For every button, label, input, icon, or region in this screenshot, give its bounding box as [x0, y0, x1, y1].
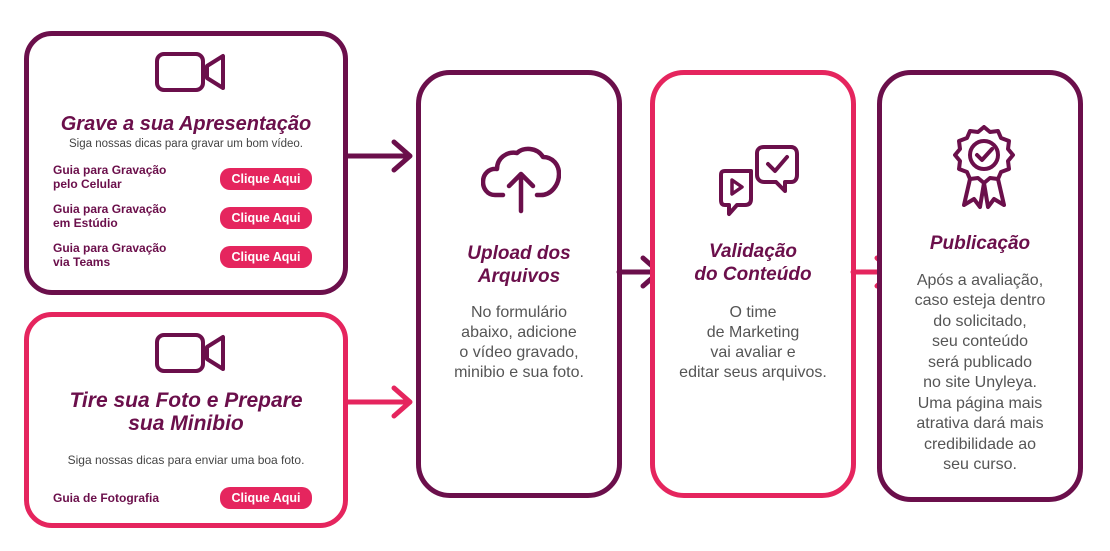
guide-label-estudio: Guia para Gravação em Estúdio: [53, 202, 167, 231]
upload-step-description: No formulário abaixo, adicione o vídeo g…: [454, 304, 584, 381]
record-presentation-title: Grave a sua Apresentação: [60, 113, 312, 135]
cta-button-celular[interactable]: Clique Aqui: [220, 168, 312, 190]
arrow-photo-to-upload: [343, 385, 413, 419]
guide-label-teams: Guia para Gravação via Teams: [53, 241, 167, 270]
chat-check-icon: [719, 145, 799, 216]
validation-step-title: Validação do Conteúdo: [694, 241, 812, 285]
photo-minibio-card: Tire sua Foto e Prepare sua Minibio Siga…: [24, 312, 348, 528]
upload-step-title: Upload dos Arquivos: [467, 243, 571, 287]
arrow-record-to-upload: [343, 139, 413, 173]
cta-button-teams[interactable]: Clique Aqui: [220, 246, 312, 268]
publication-step-title: Publicação: [929, 233, 1031, 254]
validation-step-description: O time de Marketing vai avaliar e editar…: [679, 304, 827, 381]
publication-step-description: Após a avaliação, caso esteja dentro do …: [914, 272, 1046, 474]
publication-step-card: Publicação Após a avaliação, caso esteja…: [877, 70, 1083, 502]
cloud-upload-icon: [481, 146, 561, 214]
validation-step-card: Validação do Conteúdo O time de Marketin…: [650, 70, 856, 498]
photo-minibio-title: Tire sua Foto e Prepare sua Minibio: [69, 389, 303, 436]
guide-label-fotografia: Guia de Fotografia: [53, 491, 160, 505]
photo-minibio-subtitle: Siga nossas dicas para enviar uma boa fo…: [67, 453, 305, 467]
video-camera-icon: [155, 52, 225, 92]
cta-button-fotografia[interactable]: Clique Aqui: [220, 487, 312, 509]
record-presentation-subtitle: Siga nossas dicas para gravar um bom víd…: [69, 138, 303, 150]
guide-label-celular: Guia para Gravação pelo Celular: [53, 163, 167, 192]
upload-step-card: Upload dos Arquivos No formulário abaixo…: [416, 70, 622, 498]
cta-button-estudio[interactable]: Clique Aqui: [220, 207, 312, 229]
video-camera-icon: [155, 333, 225, 373]
record-presentation-card: Grave a sua Apresentação Siga nossas dic…: [24, 31, 348, 295]
award-badge-icon: [953, 125, 1015, 209]
